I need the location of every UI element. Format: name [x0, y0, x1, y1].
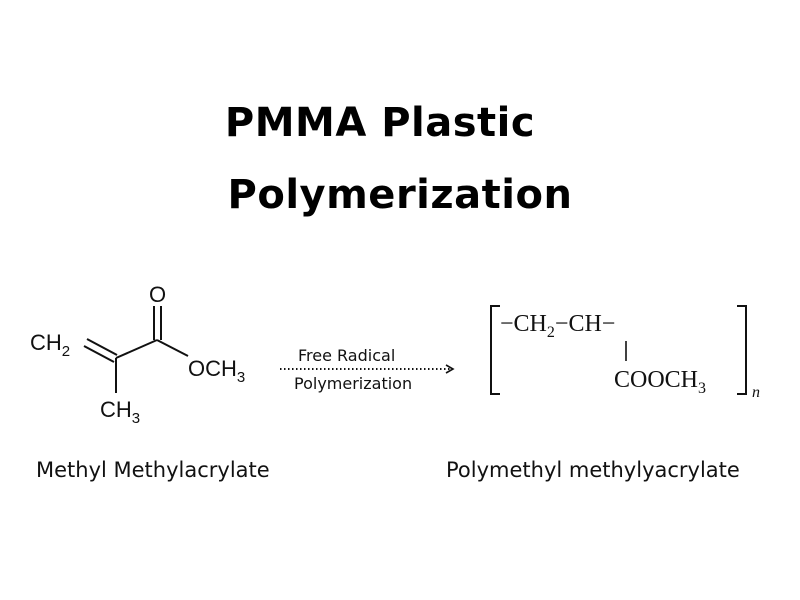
reaction-arrow: Free Radical Polymerization: [280, 346, 455, 393]
arrow-head: [445, 364, 455, 374]
monomer-structure: CH2 O OCH3 CH3: [30, 282, 245, 427]
ch3-label: CH3: [100, 397, 140, 427]
arrow-label-top: Free Radical: [298, 346, 395, 365]
arrow-label-bottom: Polymerization: [294, 374, 412, 393]
page-title-line-2: Polymerization: [227, 172, 573, 218]
left-bracket: [490, 305, 500, 395]
bond-to-carbonyl: [115, 339, 158, 359]
bond-to-ester-oxygen: [156, 339, 189, 357]
polymer-structure: −CH2−CH− COOCH3 n: [490, 305, 760, 401]
polymer-caption: Polymethyl methylyacrylate: [446, 458, 740, 482]
monomer-caption: Methyl Methylacrylate: [36, 458, 270, 482]
ch2-label: CH2: [30, 330, 70, 360]
double-bond-line-b: [86, 338, 118, 356]
double-bond-line-a: [83, 345, 115, 363]
carbonyl-oxygen-label: O: [149, 282, 166, 307]
repeat-index-n: n: [752, 384, 760, 401]
och3-label: OCH3: [188, 356, 245, 386]
polymer-side-group: COOCH3: [614, 367, 706, 397]
right-bracket: [737, 305, 747, 395]
page-title-line-1: PMMA Plastic: [224, 100, 536, 146]
polymer-backbone: −CH2−CH−: [500, 311, 615, 341]
